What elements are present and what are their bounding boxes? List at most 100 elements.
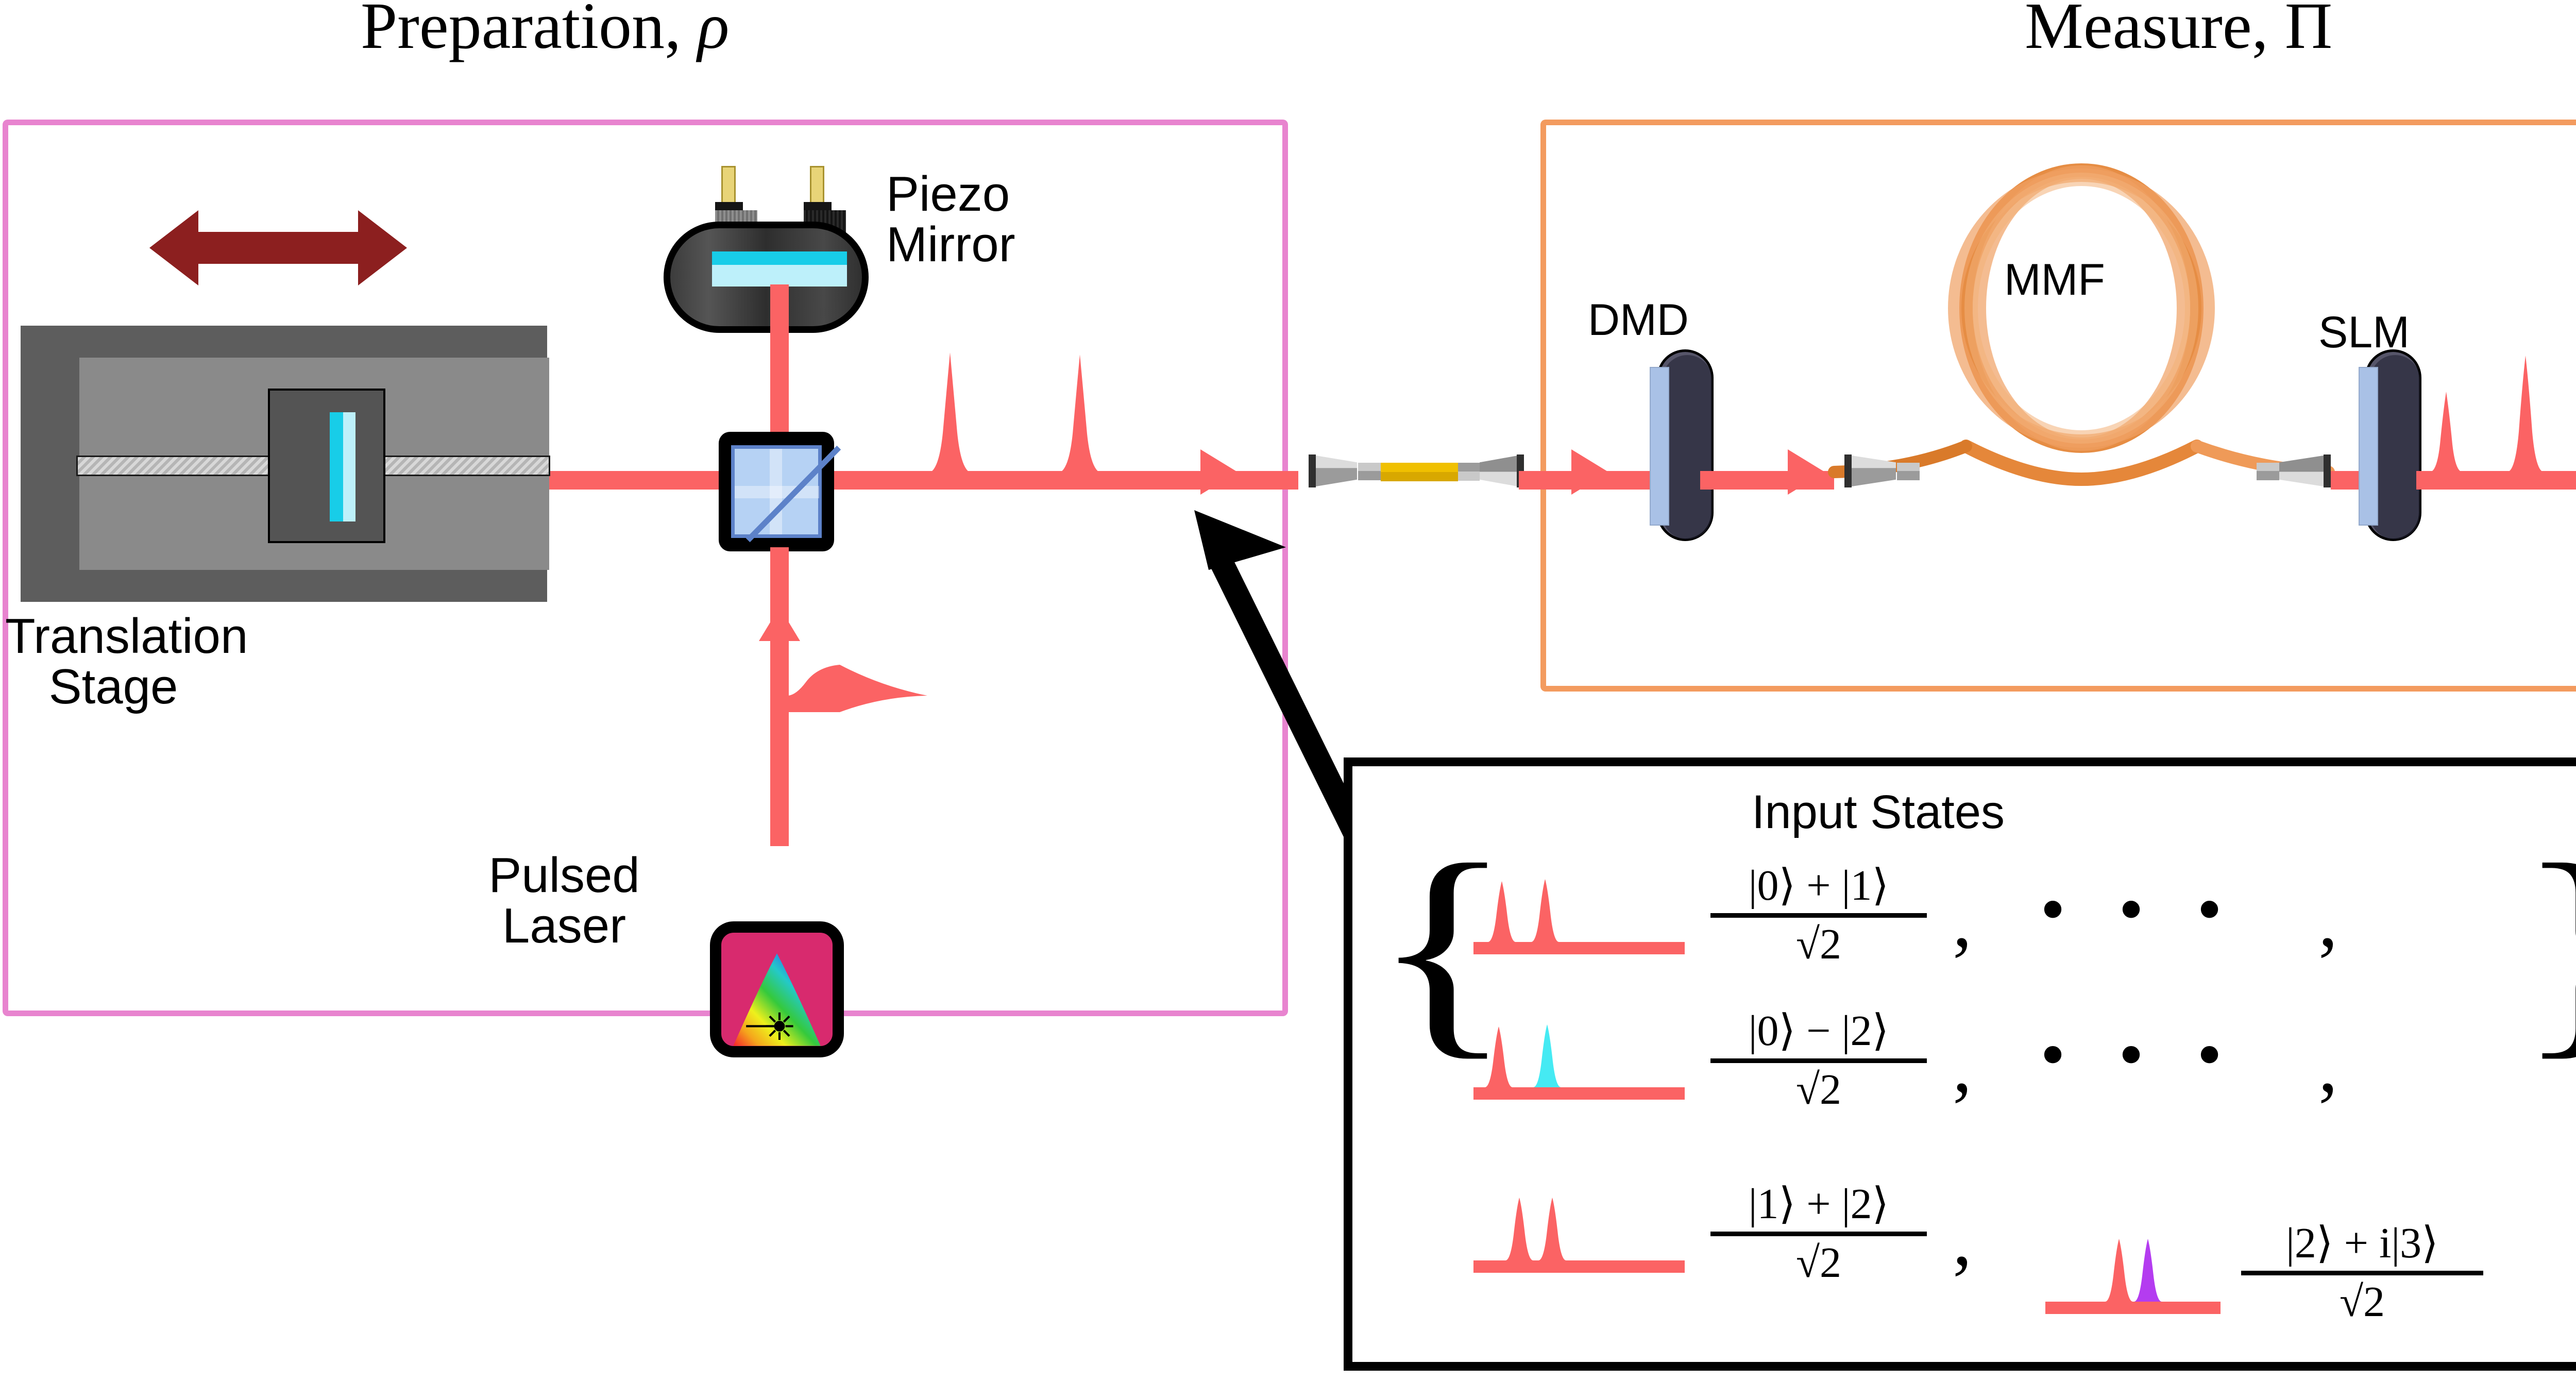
beam-direction-arrow-1 (1200, 449, 1238, 495)
comma-row1: , (1953, 878, 1972, 963)
beam-segment-laser-to-beamsplitter (770, 547, 789, 846)
piezo-mirror-label: Piezo Mirror (886, 169, 1015, 270)
beamsplitter-beam-overlay-v (770, 449, 782, 534)
fraction-bar-row3-left (1710, 1231, 1927, 1236)
input-states-title: Input States (1752, 786, 2005, 838)
mmf-connector-right (2257, 453, 2334, 491)
beam-segment-slm-to-smf (2416, 471, 2576, 490)
pulse-train-after-slm (2416, 356, 2576, 472)
state-denominator-row2: √2 (1795, 1065, 1842, 1114)
mmf-connector-body-left (1852, 456, 1896, 486)
connector-body-right (1480, 456, 1518, 486)
measure-title: Measure, Π (2025, 0, 2332, 59)
mmf-ferrule-right-bot (2257, 471, 2279, 480)
comma-row1-end: , (2318, 878, 2338, 963)
piezo-mirror-substrate (712, 265, 847, 287)
state-pulse-diagram-row1 (1473, 879, 1685, 954)
state-numerator-row3-left: |1⟩ + |2⟩ (1748, 1180, 1889, 1228)
preparation-section-frame (3, 120, 1288, 1016)
piezo-mirror-coating (712, 251, 847, 265)
translation-stage-label-line2: Stage (48, 659, 178, 714)
interconnect-fiber-patchcord (1309, 453, 1525, 491)
state-formula-row3-left: |1⟩ + |2⟩ √2 (1710, 1182, 1927, 1285)
mmf-connector-body-right (2279, 456, 2324, 486)
mmf-label: MMF (2004, 255, 2105, 305)
state-formula-row1: |0⟩ + |1⟩ √2 (1710, 862, 1927, 968)
fraction-bar-row2 (1710, 1058, 1927, 1063)
pulsed-laser-box[interactable] (710, 921, 844, 1057)
connector-ferrule-right-top (1458, 463, 1480, 471)
fraction-bar-row1 (1710, 913, 1927, 918)
connector-cap-left (1309, 454, 1316, 487)
measure-title-text: Measure, (2025, 0, 2268, 62)
mmf-ferrule-right-top (2257, 463, 2279, 471)
beam-segment-mirror-to-beamsplitter (770, 284, 789, 439)
mmf-connector-left (1844, 453, 1922, 491)
pulsed-laser-label: Pulsed Laser (443, 850, 685, 951)
state-numerator-row1: |0⟩ + |1⟩ (1748, 862, 1889, 910)
state-numerator-row3-right: |2⟩ + i|3⟩ (2286, 1219, 2438, 1267)
piezo-knob-stem-right (810, 166, 824, 206)
state-denominator-row1: √2 (1795, 920, 1842, 968)
mmf-ferrule-left-top (1897, 463, 1920, 471)
pulsed-laser-label-line2: Laser (502, 898, 626, 953)
mmf-ferrule-left-bot (1897, 471, 1920, 480)
ellipsis-row1: • • • (2040, 869, 2240, 949)
pulse-from-laser (788, 665, 927, 712)
state-formula-row3-right: |2⟩ + i|3⟩ √2 (2241, 1221, 2483, 1324)
beamsplitter-glass (731, 445, 841, 543)
dmd-label: DMD (1588, 295, 1689, 345)
translation-stage-double-arrow (149, 210, 407, 285)
rho-symbol: ρ (698, 0, 730, 62)
comma-row3: , (1953, 1196, 1972, 1282)
preparation-title: Preparation, ρ (361, 0, 729, 59)
slm-active-face (2359, 367, 2378, 526)
pi-symbol: Π (2284, 0, 2333, 62)
state-denominator-row3-right: √2 (2339, 1277, 2385, 1326)
connector-body-left (1316, 456, 1357, 486)
preparation-title-text: Preparation, (361, 0, 681, 62)
slm-label: SLM (2318, 308, 2410, 357)
close-brace: } (2515, 829, 2576, 1066)
mmf-connector-cap-right (2324, 454, 2331, 487)
stage-mirror-substrate (343, 412, 355, 521)
measure-section-frame (1540, 120, 2576, 692)
piezo-mirror-label-line1: Piezo (886, 166, 1010, 222)
beam-direction-arrow-up (759, 607, 800, 641)
comma-row2: , (1953, 1023, 1972, 1108)
state-pulse-diagram-row3-left (1473, 1198, 1685, 1273)
ellipsis-row2: • • • (2040, 1015, 2240, 1094)
smf-patchcord-bottom (1381, 472, 1458, 481)
stage-mirror-coating (330, 412, 343, 521)
pulsed-laser-label-line1: Pulsed (488, 848, 640, 903)
state-pulse-diagram-row2 (1473, 1024, 1685, 1100)
beamsplitter-housing[interactable] (719, 432, 841, 551)
arrow-head-left (149, 210, 198, 285)
state-pulse-diagram-row3-right (2045, 1239, 2221, 1314)
arrow-shaft (197, 232, 360, 264)
laser-spectrum-icon (733, 953, 821, 1046)
beam-direction-arrow-3 (1788, 449, 1825, 495)
beam-segment-stage-to-fiber (546, 471, 1298, 490)
piezo-knob-stem-left (721, 166, 736, 206)
translation-stage-body[interactable] (21, 326, 550, 602)
connector-ferrule-left-bot (1358, 471, 1381, 480)
piezo-mirror-label-line2: Mirror (886, 216, 1015, 272)
state-denominator-row3-left: √2 (1795, 1238, 1842, 1287)
state-formula-row2: |0⟩ − |2⟩ √2 (1710, 1007, 1927, 1114)
dmd-active-face (1650, 367, 1669, 526)
fraction-bar-row3-right (2241, 1270, 2483, 1275)
beamsplitter-beam-overlay-h (735, 486, 819, 498)
translation-stage-label: Translation Stage (5, 609, 248, 714)
comma-row2-end: , (2318, 1023, 2338, 1108)
mmf-fiber-coil (1828, 163, 2335, 486)
connector-ferrule-right-bot (1458, 471, 1480, 481)
state-numerator-row2: |0⟩ − |2⟩ (1748, 1007, 1889, 1055)
smf-patchcord-top (1381, 463, 1458, 472)
arrow-head-right (358, 210, 407, 285)
translation-stage-carriage[interactable] (268, 389, 385, 543)
translation-stage-label-line1: Translation (5, 609, 248, 664)
slm-body-shading (2370, 355, 2420, 540)
dmd-body-shading (1663, 355, 1712, 540)
